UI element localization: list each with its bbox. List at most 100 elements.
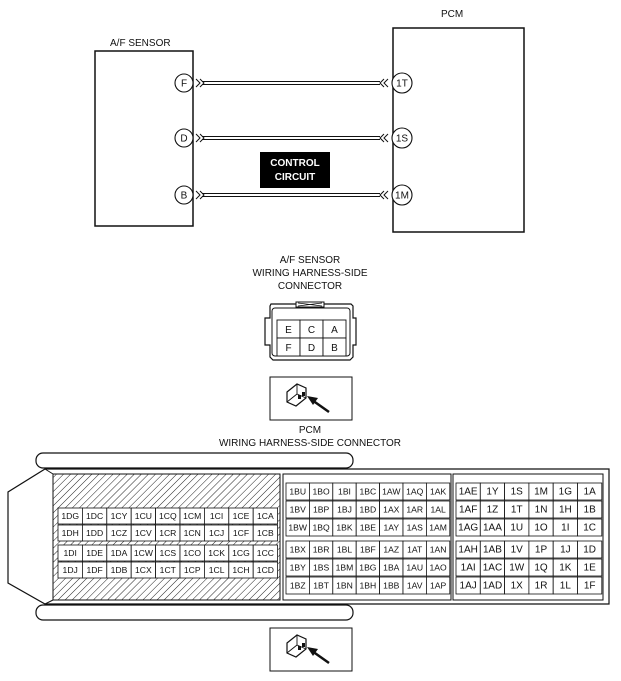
pcm-pin-label: 1M	[534, 487, 548, 498]
pcm-pin-label: 1L	[560, 581, 572, 592]
wire-connection: B 1M	[174, 184, 413, 206]
pcm-box	[392, 27, 525, 233]
pcm-pin-label: 1AK	[430, 487, 447, 497]
pcm-pin-label: 1AO	[429, 563, 447, 573]
pcm-pin-label: 1BU	[289, 487, 306, 497]
pcm-pin-label: 1DA	[111, 548, 128, 558]
pcm-pin-label: 1AR	[406, 505, 423, 515]
pcm-pin-label: 1DG	[61, 511, 79, 521]
control-circuit-line1: CONTROL	[270, 158, 319, 169]
sensor-connector-pin: C	[308, 325, 315, 336]
pcm-pin-label: 1I	[561, 523, 569, 534]
pcm-pin-label: 1CZ	[111, 528, 127, 538]
sensor-connector-title-2: WIRING HARNESS-SIDE	[252, 268, 367, 279]
pcm-pin-label: 1BR	[313, 545, 330, 555]
pcm-pin-label: 1DF	[86, 565, 102, 575]
pcm-pin-label: 1BL	[337, 545, 353, 555]
pcm-pin-label: 1BB	[383, 581, 400, 591]
pcm-pin-label: 1CA	[257, 511, 274, 521]
pcm-pin-label: 1CQ	[159, 511, 177, 521]
sensor-connector-pin: D	[308, 343, 315, 354]
pcm-pin-label: 1AF	[459, 505, 477, 516]
pcm-pin-label: 1CK	[208, 548, 225, 558]
pcm-pin-cell	[577, 518, 603, 537]
pcm-pin-label: 1P	[535, 545, 548, 556]
pcm-pin-label: 1BF	[360, 545, 376, 555]
sensor-pin-circle	[174, 73, 194, 93]
pcm-pin-label: 1AZ	[383, 545, 399, 555]
sensor-connector-cell	[322, 337, 347, 357]
pcm-pin-label: 1BC	[360, 487, 377, 497]
pcm-pin-label: 1BT	[313, 581, 330, 591]
pcm-pin-label: 1CI	[210, 511, 223, 521]
pcm-pin-label: 1V	[511, 545, 524, 556]
pcm-pin-label: 1CU	[135, 511, 152, 521]
pcm-pin-label: 1Y	[486, 487, 499, 498]
pcm-pin-label: 1U	[510, 523, 523, 534]
pcm-pin-label: 1CT	[160, 565, 177, 575]
pcm-pin-label: 1W	[509, 563, 525, 574]
sensor-pin-label: D	[180, 134, 187, 145]
pcm-pin-label: 1AG	[458, 523, 478, 534]
pcm-pin-label: 1AC	[483, 563, 502, 574]
pcm-pin-label: 1B	[584, 505, 597, 516]
terminal-mark	[195, 190, 205, 200]
pcm-pin-label: 1T	[396, 79, 408, 90]
pcm-pin-label: 1N	[535, 505, 548, 516]
sensor-pin-label: B	[181, 191, 188, 202]
pcm-pin-label: 1O	[534, 523, 548, 534]
pcm-connector-title-1: PCM	[299, 425, 321, 436]
pcm-pin-label: 1CX	[135, 565, 152, 575]
wire-connection: F 1T	[174, 72, 413, 94]
pcm-pin-cell	[577, 500, 603, 519]
pcm-pin-label: 1BJ	[337, 505, 352, 515]
sensor-connector-pin: A	[331, 325, 338, 336]
pcm-pin-label: 1CF	[233, 528, 249, 538]
pcm-pin-label: 1AY	[383, 523, 399, 533]
pcm-pin-label: 1BO	[312, 487, 330, 497]
pcm-pin-label: 1M	[395, 191, 409, 202]
pcm-pin-label: 1BD	[360, 505, 377, 515]
pcm-pin-label: 1DE	[86, 548, 103, 558]
pcm-pin-label: 1F	[584, 581, 596, 592]
pcm-pin-label: 1AJ	[460, 581, 477, 592]
pcm-pin-label: 1CE	[233, 511, 250, 521]
view-direction-icon	[269, 376, 353, 421]
pcm-pin-label: 1CS	[159, 548, 176, 558]
pcm-pin-label: 1AS	[407, 523, 424, 533]
pcm-pin-label: 1BP	[313, 505, 330, 515]
pcm-pin-circle	[391, 127, 413, 149]
pcm-pin-label: 1BG	[359, 563, 377, 573]
pcm-pin-label: 1DJ	[63, 565, 78, 575]
pcm-pin-cell	[577, 558, 603, 577]
pcm-title: PCM	[441, 9, 463, 20]
pcm-pin-cell	[425, 540, 451, 559]
pcm-pin-label: 1AH	[458, 545, 477, 556]
pcm-pin-cell	[252, 524, 278, 542]
pcm-pin-label: 1S	[396, 134, 409, 145]
pcm-pin-label: 1AT	[407, 545, 423, 555]
pcm-pin-label: 1CD	[257, 565, 274, 575]
pcm-pin-label: 1CJ	[209, 528, 224, 538]
pcm-pin-label: 1CW	[134, 548, 154, 558]
pcm-pin-label: 1DI	[64, 548, 77, 558]
sensor-connector-pin: F	[285, 343, 291, 354]
pcm-pin-label: 1BW	[288, 523, 308, 533]
sensor-pin-label: F	[181, 79, 187, 90]
pcm-pin-circle	[391, 184, 413, 206]
pcm-pin-label: 1AN	[430, 545, 447, 555]
pcm-pin-label: 1CC	[257, 548, 274, 558]
pcm-pin-label: 1C	[583, 523, 596, 534]
pcm-pin-label: 1BS	[313, 563, 330, 573]
pcm-pin-label: 1AE	[459, 487, 478, 498]
pcm-pin-label: 1BN	[336, 581, 353, 591]
pcm-pin-label: 1DD	[86, 528, 103, 538]
pcm-pin-cell	[425, 482, 451, 501]
pcm-pin-label: 1R	[535, 581, 548, 592]
pcm-pin-label: 1BH	[360, 581, 377, 591]
pcm-pin-label: 1CP	[184, 565, 201, 575]
pcm-pin-label: 1A	[584, 487, 597, 498]
pcm-pin-label: 1BX	[290, 545, 307, 555]
pcm-pin-label: 1Z	[487, 505, 499, 516]
